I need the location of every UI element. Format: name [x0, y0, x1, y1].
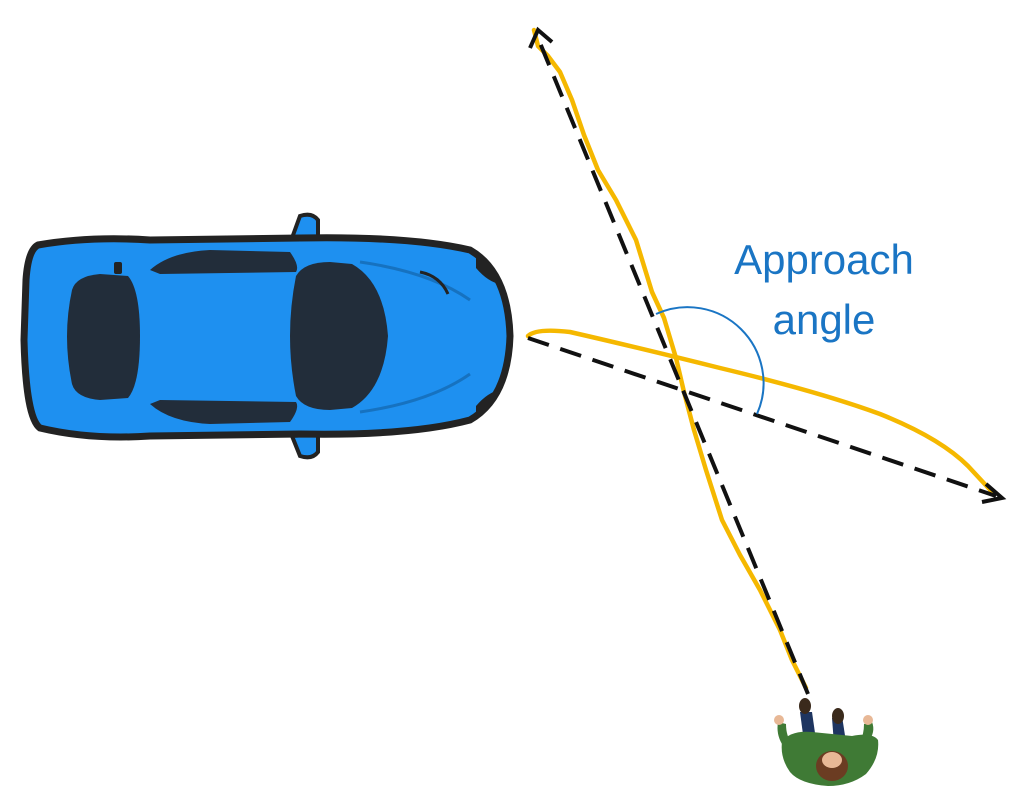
pedestrian-arm-right — [860, 722, 874, 742]
car-body — [20, 234, 514, 441]
pedestrian-trajectory — [531, 27, 809, 691]
car-headlight-bottom — [476, 390, 500, 418]
vehicle-trajectory — [525, 328, 997, 497]
car-topview-icon — [20, 212, 514, 460]
car-hood-vent — [419, 270, 450, 295]
car-side-window-bottom — [150, 400, 298, 424]
pedestrian-hand-left — [774, 715, 784, 725]
pedestrian-topview-icon — [774, 698, 879, 786]
car-hood-line-bottom — [359, 372, 471, 414]
car-detail-stub — [114, 262, 122, 274]
car-headlight-top — [476, 256, 500, 284]
pedestrian-direction-arrow — [528, 26, 810, 695]
pedestrian-face — [822, 752, 842, 768]
pedestrian-shoe-right — [832, 708, 844, 724]
car-side-window-top — [150, 250, 298, 274]
arrowhead-up-icon — [528, 26, 554, 49]
car-hood-line-top — [359, 260, 471, 302]
pedestrian-arm-left — [777, 722, 792, 744]
approach-angle-arc — [655, 306, 765, 415]
arrowhead-right-icon — [981, 482, 1007, 504]
car-mirror-bottom — [289, 431, 320, 460]
car-mirror-top — [289, 212, 320, 243]
annotation-line-2: angle — [773, 296, 876, 343]
pedestrian-hand-right — [863, 715, 873, 725]
annotation-line-1: Approach — [734, 236, 914, 283]
car-rear-window — [67, 274, 140, 400]
vehicle-direction-arrow — [527, 336, 1007, 504]
pedestrian-shoe-left — [799, 698, 811, 714]
car-windshield — [290, 262, 388, 410]
